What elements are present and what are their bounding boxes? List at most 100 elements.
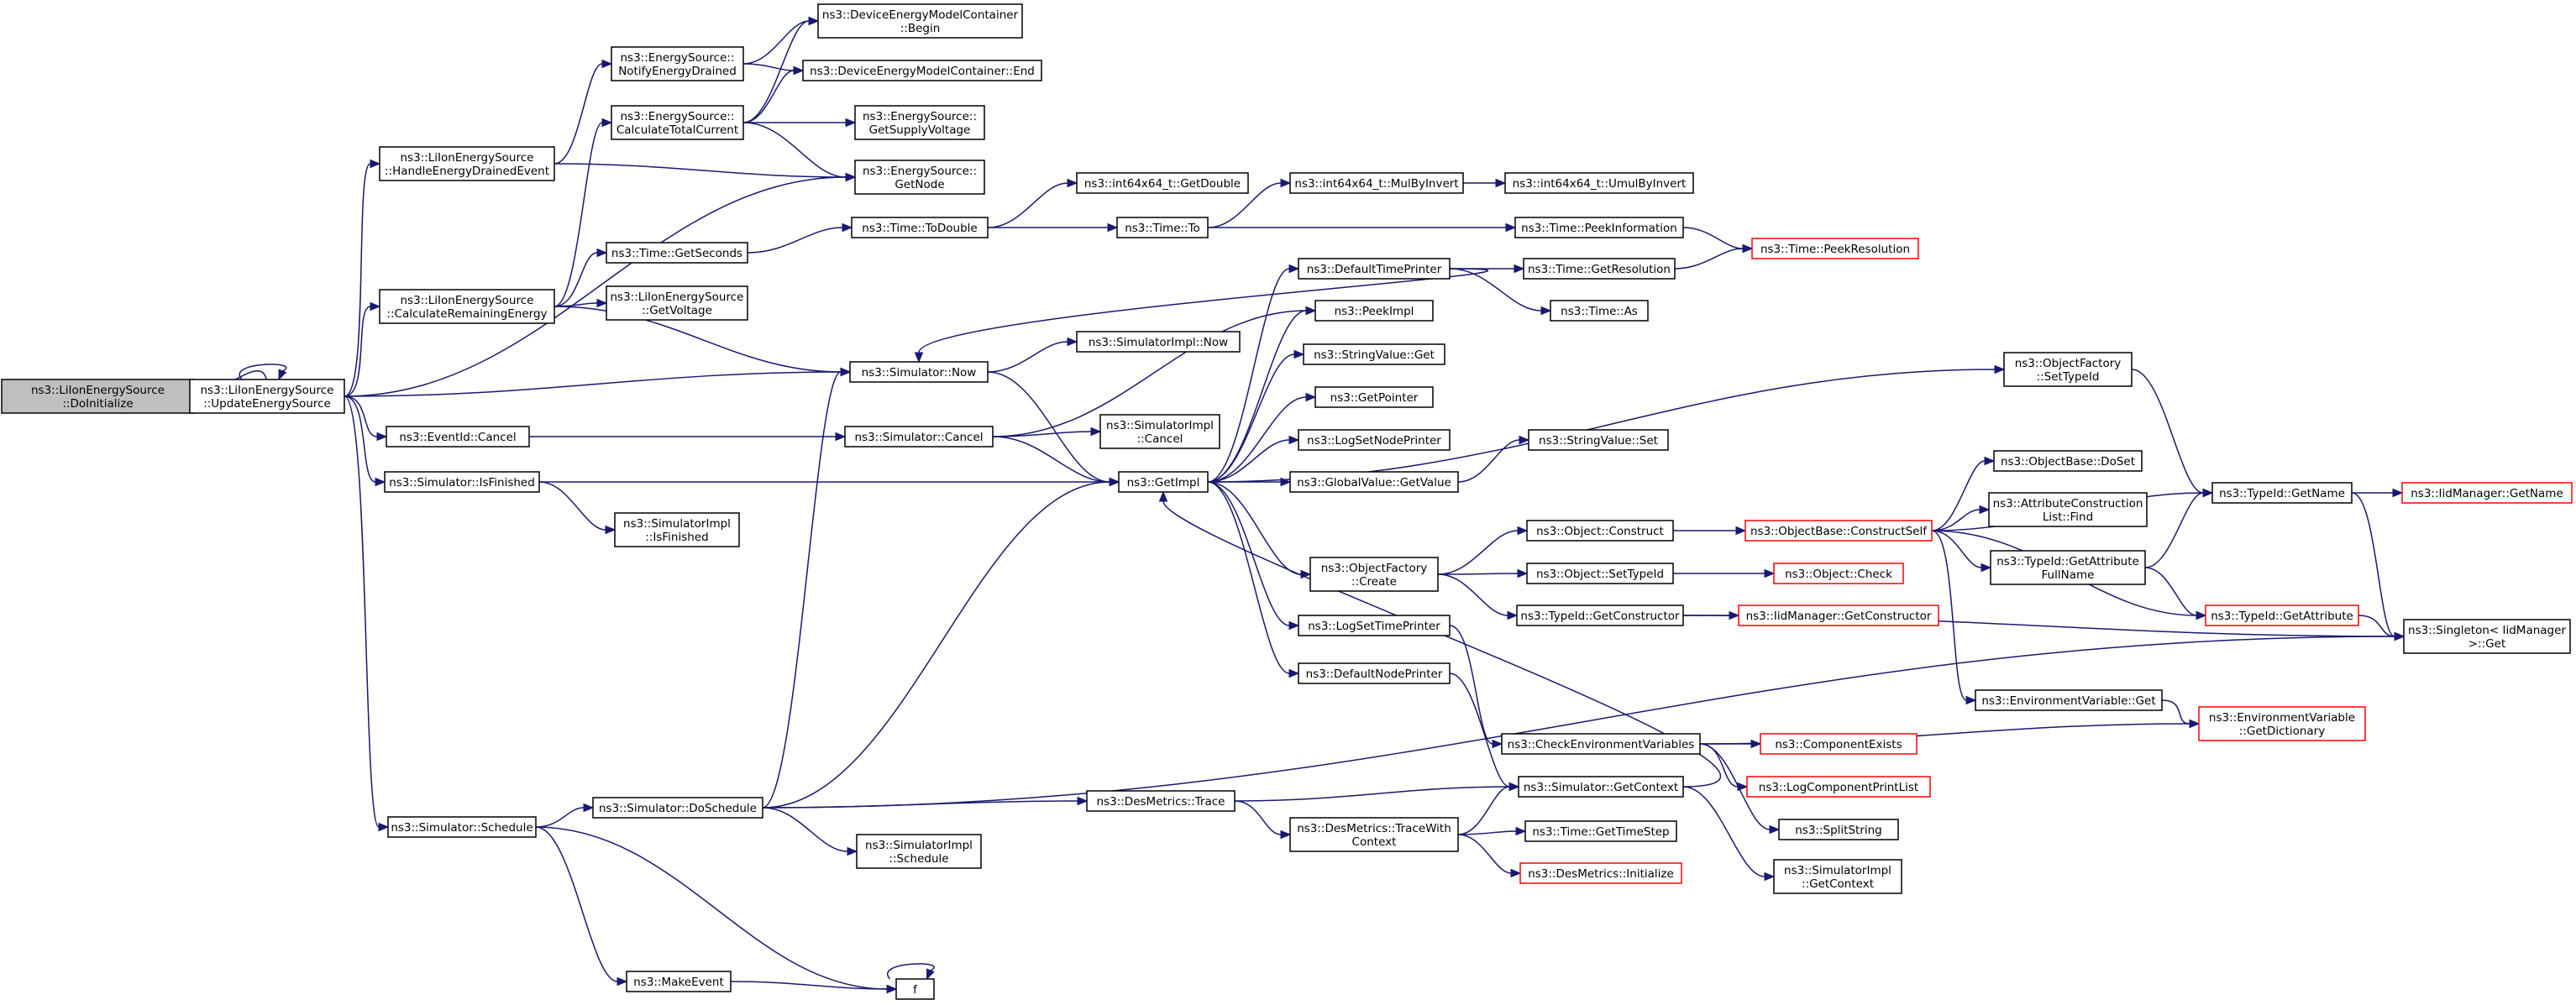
node-object_check[interactable]: ns3::Object::Check bbox=[1773, 563, 1904, 584]
node-time_gettimestep[interactable]: ns3::Time::GetTimeStep bbox=[1524, 820, 1677, 842]
node-desm_trace[interactable]: ns3::DesMetrics::Trace bbox=[1086, 790, 1236, 812]
node-globalvalue_getvalue[interactable]: ns3::GlobalValue::GetValue bbox=[1289, 471, 1459, 493]
node-int_mulbyinvert[interactable]: ns3::int64x64_t::MulByInvert bbox=[1289, 172, 1464, 194]
call-edge-line bbox=[742, 20, 810, 65]
node-object_settypeid[interactable]: ns3::Object::SetTypeId bbox=[1526, 563, 1674, 584]
node-checkenvvars[interactable]: ns3::CheckEnvironmentVariables bbox=[1501, 733, 1701, 755]
node-es_notify[interactable]: ns3::EnergySource::NotifyEnergyDrained bbox=[611, 46, 744, 81]
node-box bbox=[626, 971, 732, 992]
node-f[interactable]: f bbox=[895, 978, 935, 1000]
node-sim_doschedule[interactable]: ns3::Simulator::DoSchedule bbox=[592, 797, 763, 819]
node-label: ns3::int64x64_t::UmulByInvert bbox=[1513, 177, 1687, 191]
node-sim_now[interactable]: ns3::Simulator::Now bbox=[849, 361, 989, 383]
node-objectbase_constructself[interactable]: ns3::ObjectBase::ConstructSelf bbox=[1744, 520, 1933, 542]
node-splitstring[interactable]: ns3::SplitString bbox=[1778, 819, 1899, 840]
node-time_todouble[interactable]: ns3::Time::ToDouble bbox=[851, 217, 989, 238]
node-es_getnode[interactable]: ns3::EnergySource::GetNode bbox=[854, 160, 985, 195]
node-label: FullName bbox=[2042, 568, 2095, 582]
node-label: ns3::int64x64_t::MulByInvert bbox=[1294, 177, 1458, 191]
arrowhead bbox=[1280, 830, 1292, 840]
call-edge bbox=[2352, 488, 2404, 498]
node-eventid_cancel[interactable]: ns3::EventId::Cancel bbox=[386, 426, 530, 448]
node-makeevent[interactable]: ns3::MakeEvent bbox=[626, 971, 732, 992]
node-demc_begin[interactable]: ns3::DeviceEnergyModelContainer::Begin bbox=[817, 3, 1023, 39]
node-iidmanager_getconstructor[interactable]: ns3::IidManager::GetConstructor bbox=[1738, 605, 1939, 626]
node-getpointer[interactable]: ns3::GetPointer bbox=[1314, 386, 1434, 408]
node-updates[interactable]: ns3::LiIonEnergySource::UpdateEnergySour… bbox=[189, 379, 345, 414]
node-time_peekinfo[interactable]: ns3::Time::PeekInformation bbox=[1514, 217, 1684, 238]
node-box bbox=[606, 285, 748, 321]
call-edge bbox=[747, 222, 853, 254]
node-box bbox=[1528, 429, 1669, 451]
node-box bbox=[1298, 662, 1451, 684]
node-envvar_get[interactable]: ns3::EnvironmentVariable::Get bbox=[1975, 689, 2163, 711]
node-typeid_getattribute[interactable]: ns3::TypeId::GetAttribute bbox=[2205, 605, 2359, 626]
arrowhead bbox=[1505, 222, 1517, 233]
arrowhead bbox=[1280, 178, 1292, 188]
call-edge-line bbox=[987, 182, 1068, 228]
node-time_getresolution[interactable]: ns3::Time::GetResolution bbox=[1523, 258, 1676, 280]
node-simimpl_getcontext[interactable]: ns3::SimulatorImpl::GetContext bbox=[1773, 859, 1902, 894]
node-objectbase_doset[interactable]: ns3::ObjectBase::DoSet bbox=[1993, 450, 2143, 472]
node-object_construct[interactable]: ns3::Object::Construct bbox=[1526, 520, 1674, 542]
arrowhead bbox=[2394, 631, 2405, 641]
node-label: ns3::ObjectFactory bbox=[1321, 562, 1428, 575]
node-box bbox=[1116, 217, 1209, 238]
node-componentexists[interactable]: ns3::ComponentExists bbox=[1760, 733, 1918, 755]
node-logsetnodeprinter[interactable]: ns3::LogSetNodePrinter bbox=[1298, 429, 1451, 451]
call-edge bbox=[553, 118, 613, 307]
node-es_calctotal[interactable]: ns3::EnergySource::CalculateTotalCurrent bbox=[611, 105, 744, 140]
node-calc_remaining[interactable]: ns3::LiIonEnergySource::CalculateRemaini… bbox=[379, 289, 555, 324]
call-edge-line bbox=[1931, 530, 1982, 568]
node-logsettimeprinter[interactable]: ns3::LogSetTimePrinter bbox=[1298, 615, 1451, 636]
node-typeid_getname[interactable]: ns3::TypeId::GetName bbox=[2211, 482, 2353, 504]
node-time_as[interactable]: ns3::Time::As bbox=[1550, 300, 1649, 322]
node-liion_getvoltage[interactable]: ns3::LiIonEnergySource::GetVoltage bbox=[606, 285, 748, 321]
node-sim_isfinished[interactable]: ns3::Simulator::IsFinished bbox=[384, 471, 540, 493]
node-box bbox=[1760, 733, 1918, 755]
node-time_getseconds[interactable]: ns3::Time::GetSeconds bbox=[606, 242, 748, 264]
node-sim_getcontext[interactable]: ns3::Simulator::GetContext bbox=[1518, 776, 1684, 798]
node-logcomponentprintlist[interactable]: ns3::LogComponentPrintList bbox=[1746, 776, 1931, 798]
node-demc_end[interactable]: ns3::DeviceEnergyModelContainer::End bbox=[802, 60, 1042, 81]
node-iidmanager_getname[interactable]: ns3::IidManager::GetName bbox=[2401, 482, 2573, 504]
node-objectfactory_create[interactable]: ns3::ObjectFactory::Create bbox=[1309, 557, 1439, 592]
node-label: ns3::Simulator::Schedule bbox=[391, 821, 533, 835]
arrowhead bbox=[616, 976, 628, 987]
node-simimpl_now[interactable]: ns3::SimulatorImpl::Now bbox=[1076, 331, 1241, 353]
node-doinit[interactable]: ns3::LiIonEnergySource::DoInitialize bbox=[1, 379, 195, 414]
node-stringvalue_get[interactable]: ns3::StringValue::Get bbox=[1303, 343, 1445, 365]
node-simimpl_isfinished[interactable]: ns3::SimulatorImpl::IsFinished bbox=[614, 512, 740, 547]
node-label: ns3::LogSetNodePrinter bbox=[1307, 434, 1441, 448]
node-objectfactory_settypeid[interactable]: ns3::ObjectFactory::SetTypeId bbox=[2003, 352, 2133, 387]
node-envvar_getdictionary[interactable]: ns3::EnvironmentVariable::GetDictionary bbox=[2198, 706, 2366, 741]
node-defaulttimeprinter[interactable]: ns3::DefaultTimePrinter bbox=[1298, 258, 1451, 280]
node-sim_cancel[interactable]: ns3::Simulator::Cancel bbox=[844, 426, 994, 448]
node-box bbox=[1746, 776, 1931, 798]
node-handle_drained[interactable]: ns3::LiIonEnergySource::HandleEnergyDrai… bbox=[379, 146, 555, 181]
node-typeid_getconstructor[interactable]: ns3::TypeId::GetConstructor bbox=[1516, 605, 1684, 626]
node-es_getsupply[interactable]: ns3::EnergySource::GetSupplyVoltage bbox=[854, 105, 985, 140]
arrowhead bbox=[1305, 392, 1317, 402]
node-simimpl_schedule[interactable]: ns3::SimulatorImpl::Schedule bbox=[856, 834, 982, 869]
node-peekimpl[interactable]: ns3::PeekImpl bbox=[1314, 300, 1434, 322]
node-simimpl_cancel[interactable]: ns3::SimulatorImpl::Cancel bbox=[1099, 414, 1220, 449]
node-box bbox=[1526, 563, 1674, 584]
node-label: ns3::Object::Construct bbox=[1536, 525, 1664, 538]
node-int_umulbyinvert[interactable]: ns3::int64x64_t::UmulByInvert bbox=[1504, 172, 1694, 194]
node-stringvalue_set[interactable]: ns3::StringValue::Set bbox=[1528, 429, 1669, 451]
call-edge bbox=[2144, 488, 2214, 568]
node-getimpl[interactable]: ns3::GetImpl bbox=[1118, 471, 1209, 493]
node-time_to[interactable]: ns3::Time::To bbox=[1116, 217, 1209, 238]
node-defaultnodeprinter[interactable]: ns3::DefaultNodePrinter bbox=[1298, 662, 1451, 684]
node-singleton_get[interactable]: ns3::Singleton< IidManager >::Get bbox=[2403, 619, 2571, 654]
node-sim_schedule[interactable]: ns3::Simulator::Schedule bbox=[387, 816, 537, 838]
node-time_peekresolution[interactable]: ns3::Time::PeekResolution bbox=[1751, 238, 1919, 259]
node-int_getdouble[interactable]: ns3::int64x64_t::GetDouble bbox=[1076, 172, 1249, 194]
node-box bbox=[1314, 386, 1434, 408]
node-desm_initialize[interactable]: ns3::DesMetrics::Initialize bbox=[1519, 862, 1682, 884]
